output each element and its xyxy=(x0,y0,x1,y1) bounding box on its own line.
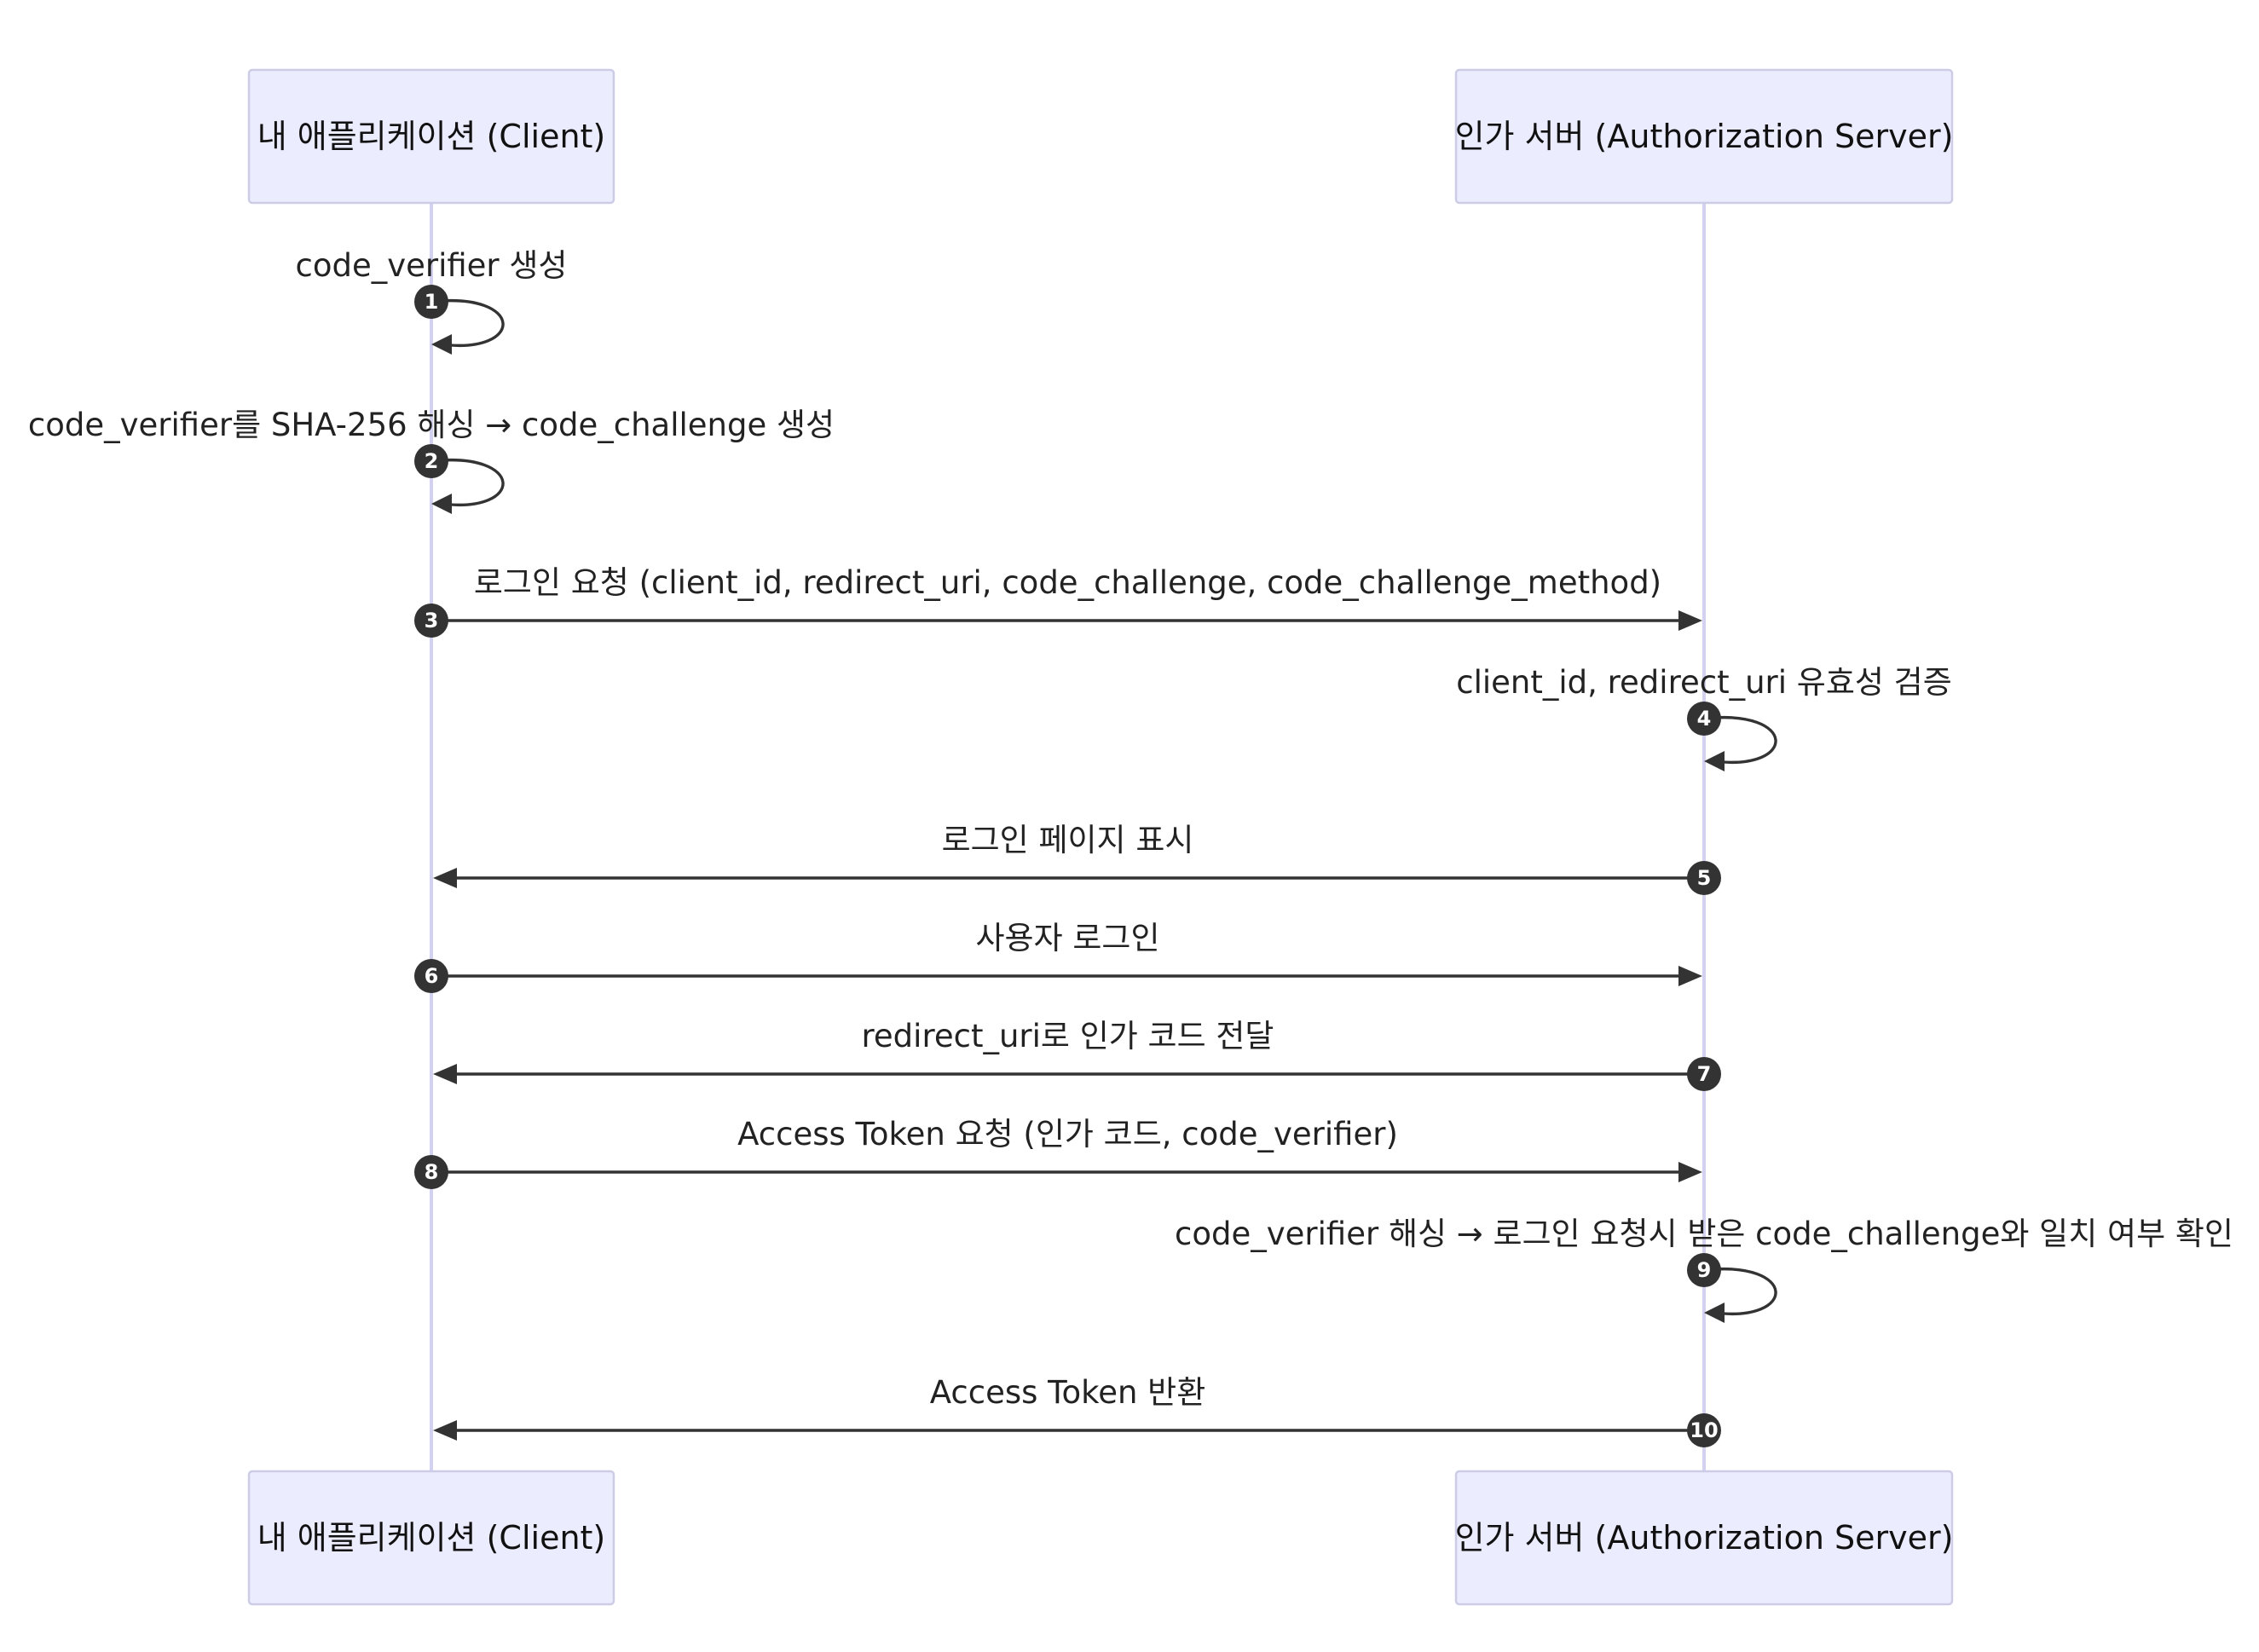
actor-label: 내 애플리케이션 (Client) xyxy=(257,1519,606,1557)
arrowhead xyxy=(431,494,452,514)
badge-number: 4 xyxy=(1697,707,1712,731)
arrowhead xyxy=(1704,751,1725,771)
self-loop-arrow xyxy=(1703,716,1777,764)
sequence-number-badge: 6 xyxy=(414,959,448,993)
actor-server-top: 인가 서버 (Authorization Server) xyxy=(1454,68,1954,205)
badge-number: 8 xyxy=(425,1160,439,1184)
arrowhead xyxy=(1678,1162,1702,1182)
sequence-number-badge: 1 xyxy=(414,285,448,319)
self-loop-arrow xyxy=(1703,1268,1777,1315)
sequence-number-badge: 8 xyxy=(414,1155,448,1189)
self-loop-arrow xyxy=(430,459,505,506)
message-label: Access Token 요청 (인가 코드, code_verifier) xyxy=(737,1116,1398,1152)
badge-number: 10 xyxy=(1690,1418,1718,1442)
arrowhead xyxy=(1678,610,1702,631)
badge-circle xyxy=(1687,1413,1721,1447)
actor-label: 인가 서버 (Authorization Server) xyxy=(1455,118,1954,155)
message-label: code_verifier 생성 xyxy=(295,247,567,284)
message-6: 사용자 로그인 6 xyxy=(414,920,1702,993)
badge-number: 5 xyxy=(1697,866,1712,890)
actor-box xyxy=(1454,68,1954,205)
sequence-number-badge: 5 xyxy=(1687,861,1721,895)
badge-number: 3 xyxy=(425,609,439,632)
message-2: code_verifier를 SHA-256 해싱 → code_challen… xyxy=(28,407,835,514)
actor-box xyxy=(247,1470,615,1606)
actor-client-bottom: 내 애플리케이션 (Client) xyxy=(247,1470,615,1606)
badge-number: 6 xyxy=(425,964,439,988)
badge-circle xyxy=(414,444,448,478)
messages: code_verifier 생성 1 code_verifier를 SHA-256 … xyxy=(28,247,2233,1447)
sequence-number-badge: 9 xyxy=(1687,1253,1721,1287)
actor-client-top: 내 애플리케이션 (Client) xyxy=(247,68,615,205)
arrowhead xyxy=(433,868,457,888)
badge-circle xyxy=(414,285,448,319)
sequence-number-badge: 10 xyxy=(1687,1413,1721,1447)
message-label: code_verifier 해싱 → 로그인 요청시 받은 code_chall… xyxy=(1175,1216,2233,1252)
message-3: 로그인 요청 (client_id, redirect_uri, code_ch… xyxy=(414,564,1702,638)
message-4: client_id, redirect_uri 유효성 검증 4 xyxy=(1456,664,1952,771)
badge-circle xyxy=(1687,1253,1721,1287)
badge-number: 2 xyxy=(425,449,439,473)
badge-number: 1 xyxy=(425,290,439,314)
sequence-number-badge: 7 xyxy=(1687,1057,1721,1091)
self-loop-arrow xyxy=(430,299,505,347)
badge-number: 9 xyxy=(1697,1258,1712,1282)
actor-label: 내 애플리케이션 (Client) xyxy=(257,118,606,155)
message-label: 사용자 로그인 xyxy=(975,920,1159,956)
message-8: Access Token 요청 (인가 코드, code_verifier) 8 xyxy=(414,1116,1702,1189)
message-9: code_verifier 해싱 → 로그인 요청시 받은 code_chall… xyxy=(1175,1216,2233,1323)
message-label: 로그인 요청 (client_id, redirect_uri, code_ch… xyxy=(474,564,1661,601)
sequence-number-badge: 3 xyxy=(414,604,448,638)
actors: 내 애플리케이션 (Client) 내 애플리케이션 (Client) 인가 서버 … xyxy=(247,68,1954,1606)
arrowhead xyxy=(431,334,452,355)
arrowhead xyxy=(433,1064,457,1084)
badge-circle xyxy=(414,959,448,993)
message-7: redirect_uri로 인가 코드 전달 7 xyxy=(433,1018,1721,1091)
badge-number: 7 xyxy=(1697,1062,1712,1086)
sequence-number-badge: 4 xyxy=(1687,702,1721,736)
message-label: Access Token 반환 xyxy=(930,1374,1206,1411)
actor-box xyxy=(1454,1470,1954,1606)
badge-circle xyxy=(414,1155,448,1189)
arrowhead xyxy=(433,1420,457,1441)
message-5: 로그인 페이지 표시 5 xyxy=(433,822,1721,895)
message-label: code_verifier를 SHA-256 해싱 → code_challen… xyxy=(28,407,835,443)
badge-circle xyxy=(414,604,448,638)
sequence-number-badge: 2 xyxy=(414,444,448,478)
badge-circle xyxy=(1687,702,1721,736)
badge-circle xyxy=(1687,861,1721,895)
message-label: 로그인 페이지 표시 xyxy=(942,822,1194,858)
message-10: Access Token 반환 10 xyxy=(433,1374,1721,1447)
message-label: client_id, redirect_uri 유효성 검증 xyxy=(1456,664,1952,701)
arrowhead xyxy=(1704,1303,1725,1323)
arrowhead xyxy=(1678,966,1702,986)
actor-label: 인가 서버 (Authorization Server) xyxy=(1455,1519,1954,1557)
message-label: redirect_uri로 인가 코드 전달 xyxy=(862,1018,1274,1054)
badge-circle xyxy=(1687,1057,1721,1091)
actor-server-bottom: 인가 서버 (Authorization Server) xyxy=(1454,1470,1954,1606)
message-1: code_verifier 생성 1 xyxy=(295,247,568,355)
actor-box xyxy=(247,68,615,205)
